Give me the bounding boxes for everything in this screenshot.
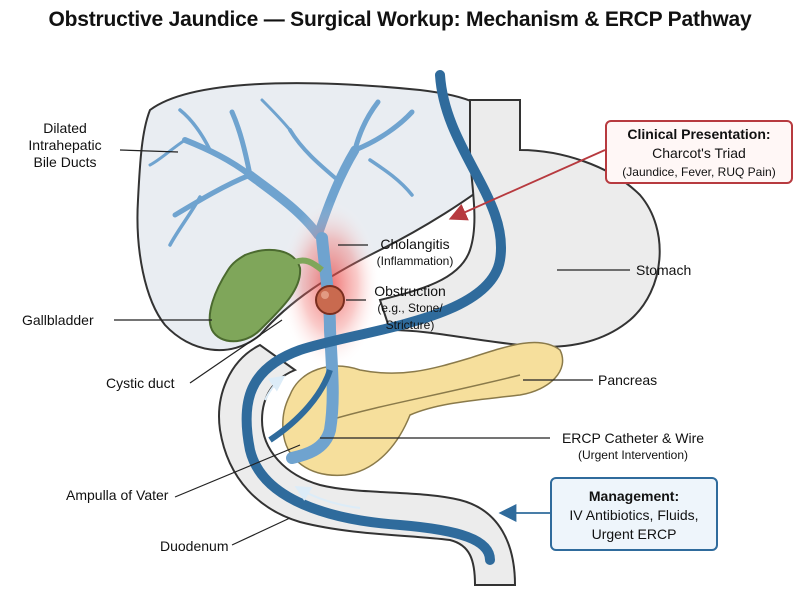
diagram-title: Obstructive Jaundice — Surgical Workup: … bbox=[48, 8, 752, 31]
cystic-duct bbox=[293, 257, 324, 273]
label-cholangitis: Cholangitis (Inflammation) bbox=[376, 236, 454, 268]
management-box: Management: IV Antibiotics, Fluids, Urge… bbox=[550, 477, 718, 551]
clinical-line: Charcot's Triad bbox=[652, 145, 746, 161]
management-line-2: Urgent ERCP bbox=[591, 526, 677, 542]
ercp-catheter bbox=[241, 70, 507, 565]
common-bile-duct bbox=[286, 232, 339, 464]
label-obstruction: Obstruction (e.g., Stone/ Stricture) bbox=[374, 283, 446, 332]
management-line-1: IV Antibiotics, Fluids, bbox=[569, 507, 699, 523]
label-ampulla-of-vater: Ampulla of Vater bbox=[66, 487, 169, 503]
label-stomach: Stomach bbox=[636, 262, 692, 278]
intrahepatic-bile-ducts bbox=[148, 98, 415, 247]
pancreas bbox=[282, 341, 564, 477]
management-heading: Management: bbox=[588, 488, 680, 504]
catheter-flow-arrow-2 bbox=[294, 485, 361, 509]
label-gallbladder: Gallbladder bbox=[22, 312, 94, 328]
label-duodenum: Duodenum bbox=[160, 538, 229, 554]
label-dilated-intrahepatic-bile-ducts: Dilated Intrahepatic Bile Ducts bbox=[28, 120, 102, 170]
clinical-heading: Clinical Presentation: bbox=[627, 126, 771, 142]
label-pancreas: Pancreas bbox=[598, 372, 658, 388]
clinical-detail: (Jaundice, Fever, RUQ Pain) bbox=[622, 165, 776, 179]
obstruction-stone bbox=[315, 285, 345, 315]
label-ercp-catheter-wire: ERCP Catheter & Wire (Urgent Interventio… bbox=[561, 430, 705, 462]
clinical-presentation-box: Clinical Presentation: Charcot's Triad (… bbox=[605, 120, 793, 184]
clinical-arrow bbox=[448, 149, 606, 221]
ercp-wire bbox=[268, 369, 333, 443]
pancreatic-duct bbox=[329, 374, 521, 421]
catheter-flow-arrow bbox=[264, 375, 286, 401]
label-cystic-duct: Cystic duct bbox=[106, 375, 175, 391]
duodenum bbox=[218, 343, 517, 586]
